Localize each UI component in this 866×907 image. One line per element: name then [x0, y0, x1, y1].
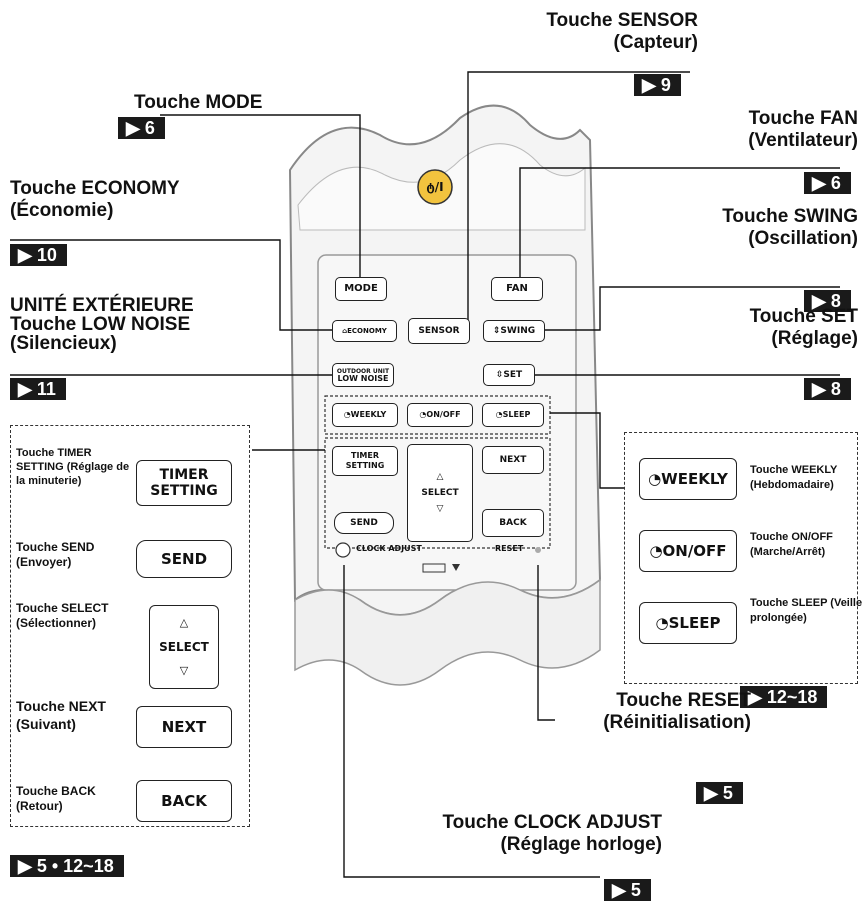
left-desc-timer: Touche TIMER SETTING (Réglage de la minu… — [16, 447, 130, 487]
left-desc-back: Touche BACK (Retour) — [16, 784, 96, 813]
reset-ref: ▶ 5 — [696, 782, 743, 804]
economy-label: Touche ECONOMY (Économie) — [10, 178, 180, 222]
sensor-line2: (Capteur) — [613, 32, 698, 53]
power-button-shape — [417, 169, 453, 205]
right-desc-weekly: Touche WEEKLY (Hebdomadaire) — [750, 463, 866, 493]
fan-line1: Touche FAN — [748, 108, 858, 129]
swing-button[interactable]: ⇕SWING — [483, 320, 545, 342]
sleep-desc2: (Veille prolongée) — [750, 597, 863, 624]
select-button-remote[interactable]: △ SELECT ▽ — [407, 444, 473, 542]
sensor-ref: ▶ 9 — [634, 74, 681, 96]
clock-adjust-text: CLOCK ADJUST — [356, 544, 422, 553]
sensor-line1: Touche SENSOR — [546, 10, 698, 31]
swing-line2: (Oscillation) — [748, 228, 858, 249]
left-desc-send: Touche SEND (Envoyer) — [16, 540, 95, 569]
economy-button[interactable]: ⌂ECONOMY — [332, 320, 397, 342]
clock-line2: (Réglage horloge) — [500, 834, 662, 855]
down-arrow-icon: ▽ — [436, 504, 444, 514]
fan-button[interactable]: FAN — [491, 277, 543, 301]
right-timer-panel — [624, 432, 858, 684]
economy-ref: ▶ 10 — [10, 244, 67, 266]
set-button[interactable]: ⇳SET — [483, 364, 535, 386]
set-label: Touche SET (Réglage) — [750, 306, 858, 350]
select-up-icon: △ — [179, 616, 189, 629]
set-line1: Touche SET — [749, 306, 858, 327]
weekly-button[interactable]: ◔WEEKLY — [639, 458, 737, 500]
fan-ref: ▶ 6 — [804, 172, 851, 194]
left-timer-panel — [10, 425, 250, 827]
sensor-label: Touche SENSOR (Capteur) — [546, 10, 698, 54]
low-noise-line2: LOW NOISE — [337, 374, 389, 383]
weekly-button-remote[interactable]: ◔WEEKLY — [332, 403, 398, 427]
right-desc-onoff: Touche ON/OFF (Marche/Arrêt) — [750, 530, 866, 560]
economy-line2: (Économie) — [10, 200, 114, 221]
swing-label: Touche SWING (Oscillation) — [722, 206, 858, 250]
swing-ref: ▶ 8 — [804, 290, 851, 312]
onoff-button-remote[interactable]: ◔ON/OFF — [407, 403, 473, 427]
mode-button[interactable]: MODE — [335, 277, 387, 301]
select-button-label: SELECT — [159, 640, 209, 654]
fan-label: Touche FAN (Ventilateur) — [748, 108, 858, 152]
economy-line1: Touche ECONOMY — [10, 178, 180, 199]
sleep-button-remote[interactable]: ◔SLEEP — [482, 403, 544, 427]
left-panel-ref: ▶ 5 • 12~18 — [10, 855, 124, 877]
next-button-remote[interactable]: NEXT — [482, 446, 544, 474]
sleep-button[interactable]: ◔SLEEP — [639, 602, 737, 644]
lownoise-line1: UNITÉ EXTÉRIEURE — [10, 295, 194, 316]
left-desc-next: Touche NEXT (Suivant) — [16, 698, 106, 732]
low-noise-line1: OUTDOOR UNIT — [336, 368, 390, 375]
sensor-button[interactable]: SENSOR — [408, 318, 470, 344]
left-desc-select: Touche SELECT (Sélectionner) — [16, 601, 109, 630]
onoff-desc2: (Marche/Arrêt) — [750, 546, 826, 558]
clock-label: Touche CLOCK ADJUST (Réglage horloge) — [442, 812, 662, 856]
mode-label: Touche MODE — [134, 92, 263, 113]
power-label[interactable]: ტ/I — [426, 180, 444, 194]
clock-line1: Touche CLOCK ADJUST — [442, 812, 662, 833]
mode-ref: ▶ 6 — [118, 117, 165, 139]
lownoise-line2: Touche LOW NOISE — [10, 314, 191, 335]
set-line2: (Réglage) — [771, 328, 858, 349]
send-button-remote[interactable]: SEND — [334, 512, 394, 534]
timer-setting-button-remote[interactable]: TIMER SETTING — [332, 446, 398, 476]
swing-line1: Touche SWING — [722, 206, 858, 227]
right-panel-ref: ▶ 12~18 — [740, 686, 828, 708]
next-button[interactable]: NEXT — [136, 706, 232, 748]
timer-line2: SETTING — [345, 461, 385, 470]
right-desc-sleep: Touche SLEEP (Veille prolongée) — [750, 596, 866, 626]
clock-ref: ▶ 5 — [604, 879, 651, 901]
weekly-desc1: Touche WEEKLY — [750, 464, 838, 476]
select-label: SELECT — [421, 488, 459, 498]
select-down-icon: ▽ — [179, 664, 189, 677]
up-arrow-icon: △ — [436, 472, 444, 482]
lownoise-ref: ▶ 11 — [10, 378, 66, 400]
reset-line1: Touche RESET — [616, 690, 751, 711]
timer-line1: TIMER — [350, 451, 380, 460]
reset-line2: (Réinitialisation) — [603, 712, 751, 733]
send-button[interactable]: SEND — [136, 540, 232, 578]
set-ref: ▶ 8 — [804, 378, 851, 400]
reset-label: Touche RESET (Réinitialisation) — [603, 690, 751, 734]
weekly-desc2: (Hebdomadaire) — [750, 479, 834, 491]
back-button-remote[interactable]: BACK — [482, 509, 544, 537]
low-noise-button[interactable]: OUTDOOR UNIT LOW NOISE — [332, 363, 394, 387]
lownoise-label: UNITÉ EXTÉRIEURE Touche LOW NOISE (Silen… — [10, 296, 194, 353]
timer-setting-button[interactable]: TIMER SETTING — [136, 460, 232, 506]
lownoise-line3: (Silencieux) — [10, 333, 117, 354]
sleep-desc1: Touche SLEEP — [750, 597, 828, 609]
onoff-button[interactable]: ◔ON/OFF — [639, 530, 737, 572]
select-button[interactable]: △ SELECT ▽ — [149, 605, 219, 689]
back-button[interactable]: BACK — [136, 780, 232, 822]
fan-line2: (Ventilateur) — [748, 130, 858, 151]
reset-text: RESET — [495, 544, 524, 553]
onoff-desc1: Touche ON/OFF — [750, 531, 833, 543]
